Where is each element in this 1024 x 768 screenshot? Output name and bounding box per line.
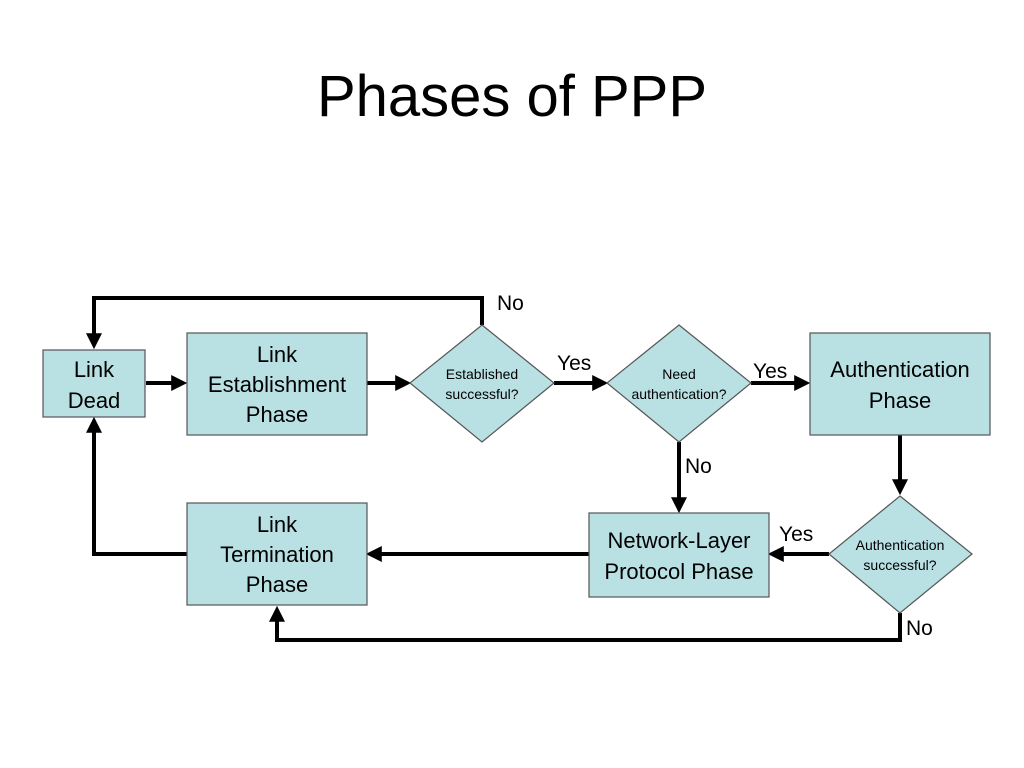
edge-label-need-auth-no: No (685, 455, 712, 478)
node-link-establishment-line-2: Establishment (208, 372, 346, 397)
node-authentication-line-1: Authentication (830, 357, 969, 382)
node-authentication-line-2: Phase (869, 388, 931, 413)
node-link-dead-line-1: Link (74, 357, 115, 382)
decision-established-successful: Established successful? (409, 324, 555, 443)
arrow-auth-success-no (269, 605, 902, 642)
connectors (86, 296, 908, 642)
node-link-termination-line-1: Link (257, 512, 298, 537)
node-link-termination-phase: Link Termination Phase (186, 502, 368, 606)
node-link-dead-line-2: Dead (68, 388, 121, 413)
edge-label-need-auth-yes: Yes (753, 360, 787, 383)
page-title: Phases of PPP (316, 64, 708, 129)
node-link-establishment-phase: Link Establishment Phase (186, 332, 368, 436)
decision-established-line-2: successful? (445, 386, 518, 402)
decision-auth-success-line-1: Authentication (856, 537, 945, 553)
arrow-termination-to-dead (86, 416, 187, 556)
node-network-layer-line-1: Network-Layer (607, 528, 750, 553)
decision-auth-success-line-2: successful? (863, 557, 936, 573)
decision-authentication-successful: Authentication successful? (828, 495, 973, 614)
node-link-termination-line-3: Phase (246, 572, 308, 597)
node-link-dead: Link Dead (42, 349, 146, 418)
decision-need-auth-line-2: authentication? (632, 386, 727, 402)
edge-label-established-yes: Yes (557, 352, 591, 375)
node-link-establishment-line-3: Phase (246, 402, 308, 427)
decision-need-auth-line-1: Need (662, 366, 695, 382)
node-network-layer-line-2: Protocol Phase (604, 559, 753, 584)
edge-label-auth-success-no: No (906, 617, 933, 640)
node-authentication-phase: Authentication Phase (809, 332, 991, 436)
node-link-termination-line-2: Termination (220, 542, 334, 567)
decision-established-line-1: Established (446, 366, 518, 382)
edge-label-established-no: No (497, 292, 524, 315)
arrow-established-no-loop (86, 296, 484, 350)
edge-label-auth-success-yes: Yes (779, 523, 813, 546)
decision-need-authentication: Need authentication? (606, 324, 752, 443)
node-link-establishment-line-1: Link (257, 342, 298, 367)
node-network-layer-protocol-phase: Network-Layer Protocol Phase (588, 512, 770, 598)
